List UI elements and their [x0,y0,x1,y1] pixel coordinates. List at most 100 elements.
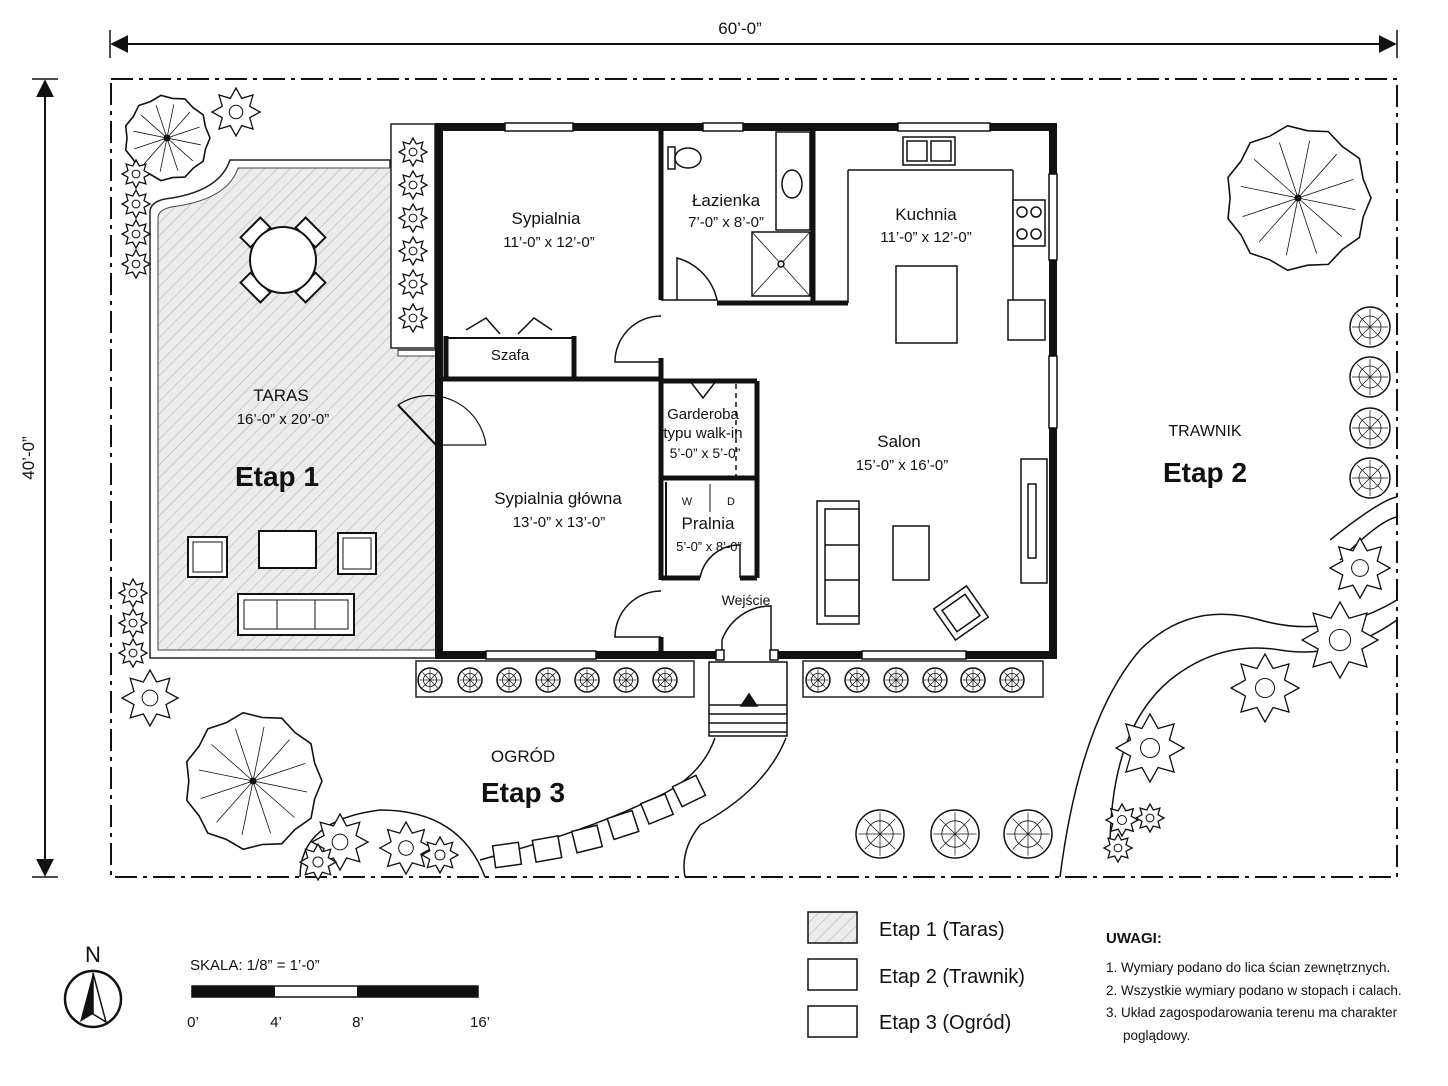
shrub-symbol [397,302,429,334]
shrub-symbol [117,637,149,669]
shrub-symbol [1114,712,1186,784]
legend-swatch-stage1 [807,911,858,944]
scale-label: SKALA: 1/8” = 1’-0” [190,957,320,974]
north-label: N [85,942,101,967]
shrub-symbol [117,607,149,639]
terrace-planter-shrubs [397,136,429,334]
shrub-symbol [210,86,262,138]
bedroom-size: 11’-0” x 12’-0” [503,234,594,251]
shrub-symbol [298,842,338,882]
round-shrub-symbol [1003,809,1053,859]
note-3-continued: poglądowy. [1123,1028,1190,1043]
washer-label: W [682,496,693,508]
shrub-symbol [1229,652,1301,724]
round-shrub-symbol [496,667,522,693]
master-size: 13’-0” x 13’-0” [513,514,606,531]
closet-name: Szafa [491,347,530,364]
shrub-symbol [1328,536,1392,600]
legend-swatch-stage2 [807,958,858,991]
shrub-symbol [397,235,429,267]
room-labels: Sypialnia 11’-0” x 12’-0” Łazienka 7’-0”… [491,191,972,608]
round-shrub-symbol [960,667,986,693]
round-shrub-symbol [652,667,678,693]
round-shrub-symbol [613,667,639,693]
living-fixtures [816,458,1048,642]
laundry-size: 5’-0” x 8’-0” [676,539,742,554]
scale-tick-16: 16’ [470,1014,490,1031]
height-dimension: 40’-0” [19,78,58,878]
round-shrub-symbol [999,667,1025,693]
tree-symbol [124,94,211,182]
lounge-furniture [187,530,377,636]
round-shrub-symbol [1349,356,1391,398]
legend-stage3: Etap 3 (Ogród) [879,1012,1011,1034]
garden-name: OGRÓD [491,747,555,766]
legend-stage2: Etap 2 (Trawnik) [879,966,1025,988]
round-shrub-symbol [883,667,909,693]
shrub-symbol [397,202,429,234]
front-door [715,605,779,661]
round-shrub-symbol [574,667,600,693]
round-shrub-symbol [457,667,483,693]
walkin-size: 5’-0” x 5’-0” [670,445,741,461]
scale-tick-4: 4’ [270,1014,282,1031]
shrub-symbol [420,835,460,875]
living-name: Salon [877,432,920,451]
scale-tick-0: 0’ [187,1014,199,1031]
shrub-symbol [397,169,429,201]
trees [124,94,1372,851]
dryer-label: D [727,496,735,508]
round-shrub-symbol [930,809,980,859]
bathroom-size: 7’-0” x 8’-0” [688,214,764,231]
notes: UWAGI: 1. Wymiary podano do lica ścian z… [1106,930,1402,1043]
round-shrub-symbol [1349,306,1391,348]
note-1: 1. Wymiary podano do lica ścian zewnętrz… [1106,960,1390,975]
scale-tick-8: 8’ [352,1014,364,1031]
round-shrub-symbol [855,809,905,859]
interior-doors [465,257,741,638]
shrub-symbol [120,158,152,190]
bedroom-name: Sypialnia [512,209,582,228]
terrace-name: TARAS [253,386,308,405]
shrub-symbol [1102,832,1134,864]
round-shrub-symbol [417,667,443,693]
garden-bed-outline [299,809,486,878]
shrub-symbol [120,248,152,280]
windows [485,122,1058,660]
shrub-symbol [120,218,152,250]
round-shrub-symbol [535,667,561,693]
height-label: 40’-0” [19,436,38,480]
width-label: 60’-0” [718,19,762,38]
shrub-symbol [1300,600,1380,680]
lawn-name: TRAWNIK [1168,423,1242,440]
round-shrub-symbol [805,667,831,693]
stepping-stones [491,774,707,869]
shrub-symbol [378,820,434,876]
north-arrow: N [63,942,123,1029]
shrub-symbol [397,268,429,300]
walkin-name-line2: typu walk-in [663,425,742,442]
round-shrub-symbol [844,667,870,693]
note-2: 2. Wszystkie wymiary podano w stopach i … [1106,983,1402,998]
kitchen-name: Kuchnia [895,205,957,224]
shrub-symbol [117,577,149,609]
laundry-name: Pralnia [682,514,735,533]
notes-title: UWAGI: [1106,930,1162,947]
tree-symbol [185,711,323,851]
note-3: 3. Układ zagospodarowania terenu ma char… [1106,1005,1398,1020]
shrub-symbol [1104,802,1140,838]
kitchen-island [895,265,958,344]
property-boundary [110,78,1398,878]
terrace-door [397,394,487,446]
terrace-stage: Etap 1 [235,461,319,492]
bathroom-fixtures [667,131,811,297]
width-dimension: 60’-0” [109,19,1398,58]
shrub-symbol [1134,802,1166,834]
legend: Etap 1 (Taras) Etap 2 (Trawnik) Etap 3 (… [807,911,1025,1038]
shrub-symbol [397,136,429,168]
garden-stage: Etap 3 [481,777,565,808]
round-shrub-symbol [1349,407,1391,449]
legend-stage1: Etap 1 (Taras) [879,919,1005,941]
round-shrub-symbol [1349,457,1391,499]
